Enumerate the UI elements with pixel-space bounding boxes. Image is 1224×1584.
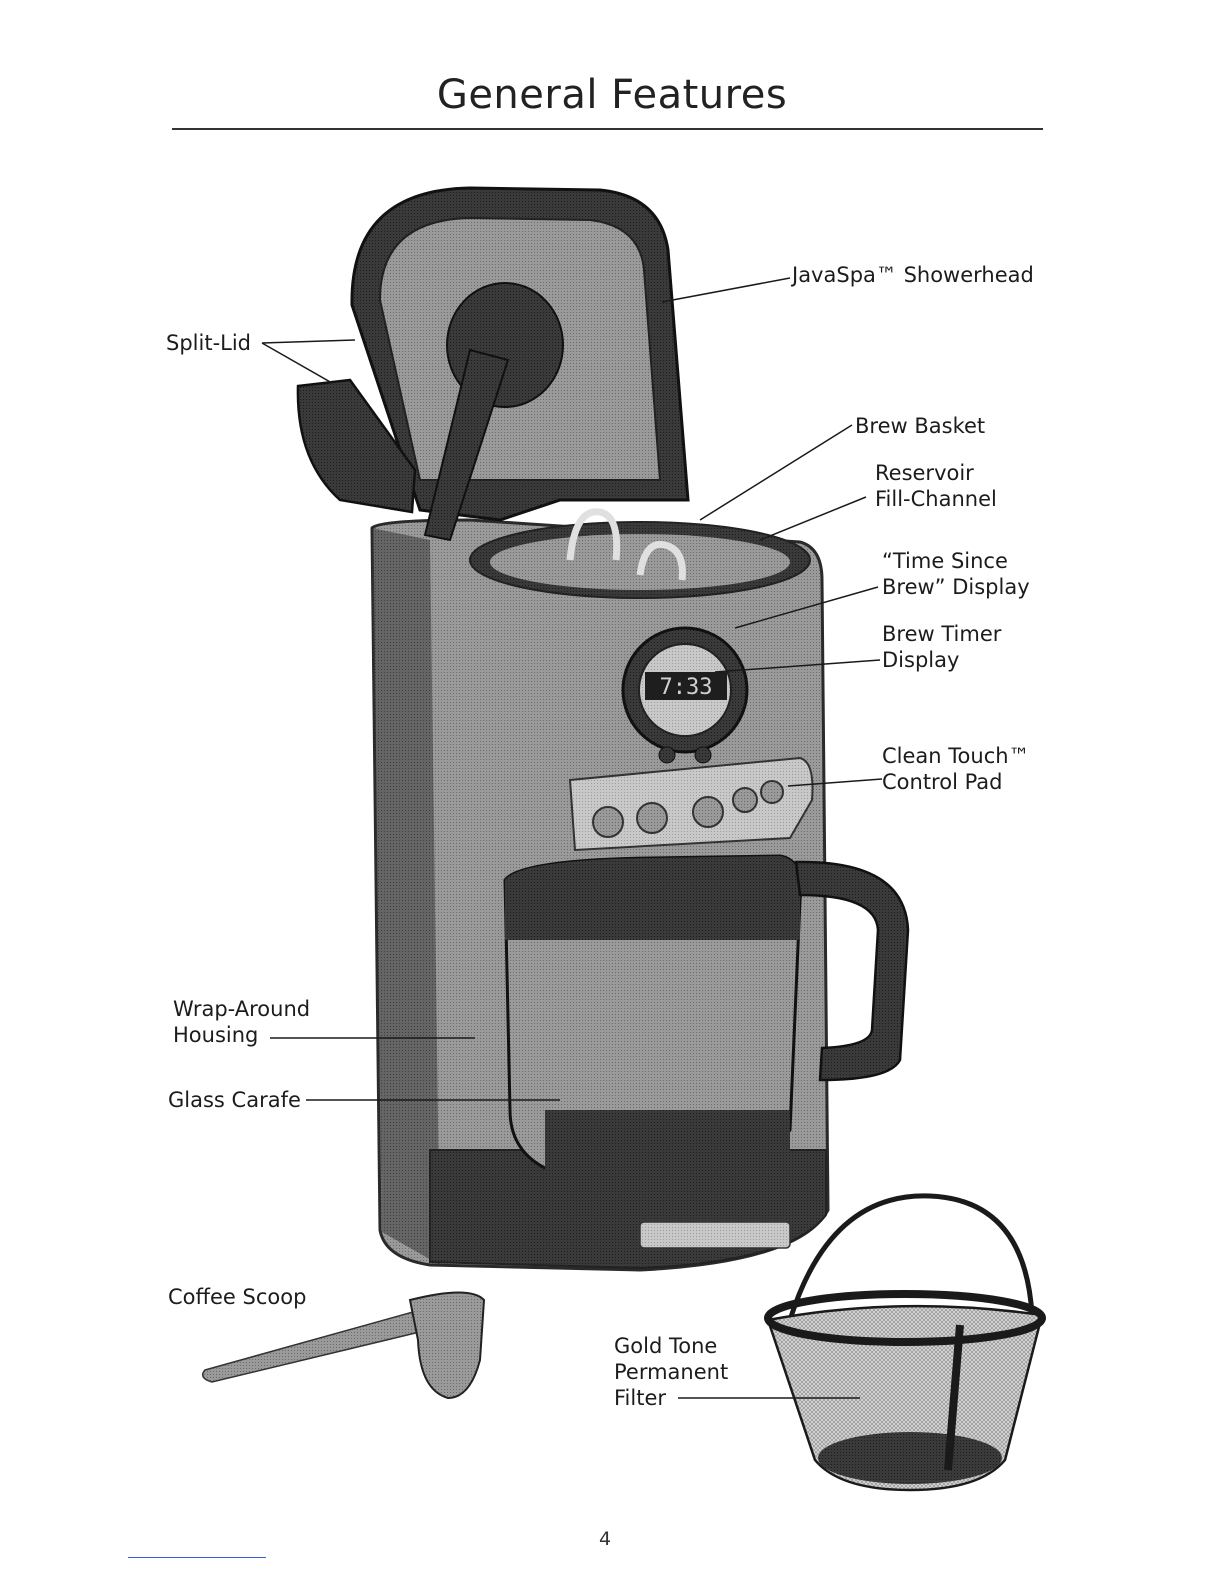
label-showerhead: JavaSpa™ Showerhead	[792, 262, 1034, 288]
label-brew-timer-line1: Brew Timer	[882, 621, 1001, 647]
gold-tone-filter-illustration	[768, 1196, 1042, 1490]
label-time-since-line2: Brew” Display	[882, 574, 1030, 600]
label-filter-line1: Gold Tone	[614, 1333, 728, 1359]
label-clean-touch-line2: Control Pad	[882, 769, 1030, 795]
label-reservoir-line2: Fill-Channel	[875, 486, 997, 512]
page-number: 4	[0, 1528, 1210, 1550]
label-reservoir-line1: Reservoir	[875, 460, 997, 486]
label-wrap-around-housing: Wrap-Around Housing	[173, 996, 310, 1048]
label-wrap-line1: Wrap-Around	[173, 996, 310, 1022]
label-time-since-line1: “Time Since	[882, 548, 1030, 574]
label-brew-timer-line2: Display	[882, 647, 1001, 673]
label-split-lid: Split-Lid	[166, 330, 251, 356]
label-glass-carafe: Glass Carafe	[168, 1087, 301, 1113]
label-filter-line2: Permanent	[614, 1359, 728, 1385]
label-clean-touch-line1: Clean Touch™	[882, 743, 1030, 769]
label-brew-basket: Brew Basket	[855, 413, 985, 439]
label-wrap-line2: Housing	[173, 1022, 310, 1048]
label-filter-line3: Filter	[614, 1385, 728, 1411]
footer-rule	[128, 1557, 266, 1558]
display-readout: 7:33	[660, 675, 713, 700]
label-gold-tone-filter: Gold Tone Permanent Filter	[614, 1333, 728, 1411]
label-reservoir: Reservoir Fill-Channel	[875, 460, 997, 512]
label-coffee-scoop: Coffee Scoop	[168, 1284, 306, 1310]
label-brew-timer: Brew Timer Display	[882, 621, 1001, 673]
label-clean-touch: Clean Touch™ Control Pad	[882, 743, 1030, 795]
label-time-since-brew: “Time Since Brew” Display	[882, 548, 1030, 600]
